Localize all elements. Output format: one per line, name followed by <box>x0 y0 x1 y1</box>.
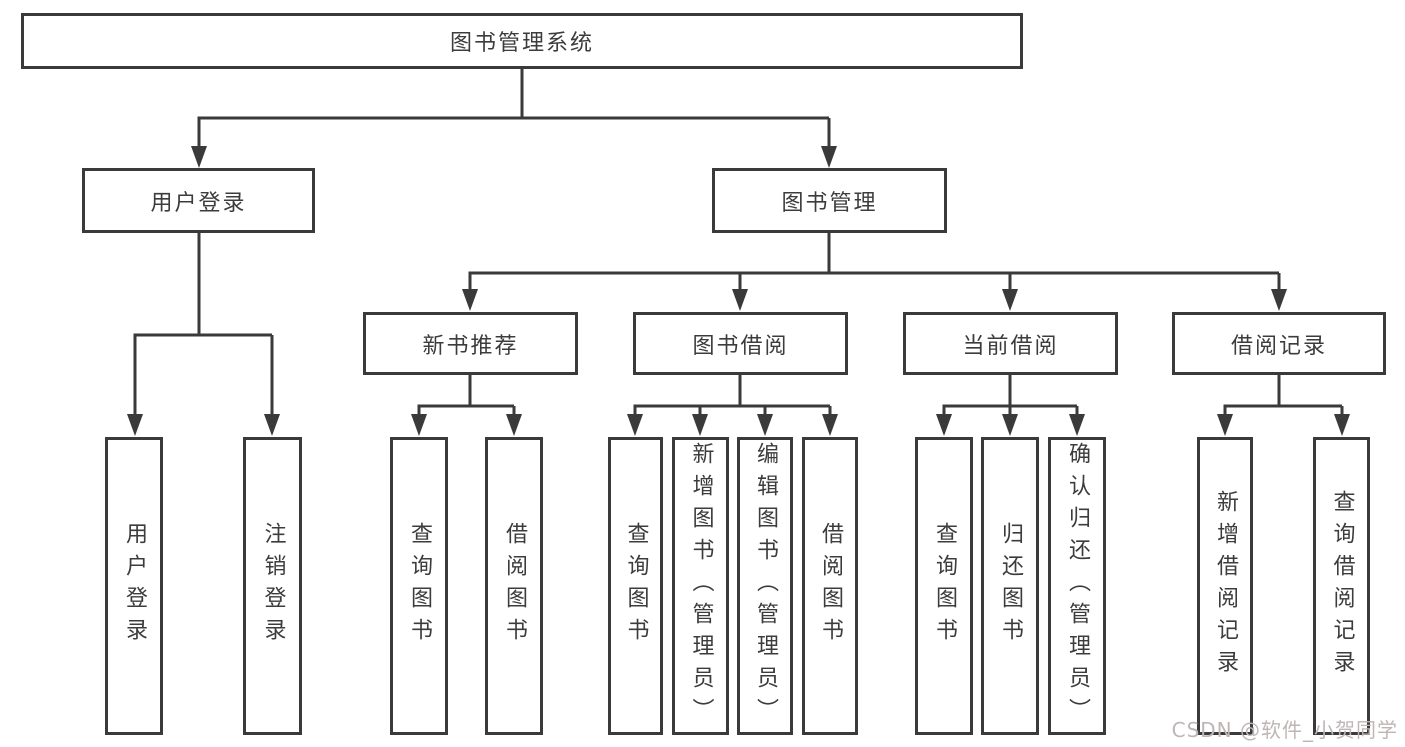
node-new-book-recommendation: 新书推荐 <box>363 312 578 375</box>
node-label: 借阅图书 <box>502 522 527 650</box>
connector-root-to-level2 <box>197 69 831 150</box>
connector-current-to-leaves <box>942 375 1079 419</box>
node-current-borrowing: 当前借阅 <box>903 312 1118 375</box>
node-label: 编辑图书（管理员） <box>753 442 778 730</box>
connector-records-to-leaves <box>1223 375 1344 419</box>
leaf-add-book-admin: 新增图书（管理员） <box>672 437 729 735</box>
node-label: 归还图书 <box>998 522 1023 650</box>
node-library-management-system: 图书管理系统 <box>21 13 1023 69</box>
node-label: 确认归还（管理员） <box>1065 442 1090 730</box>
node-label: 新书推荐 <box>422 333 519 359</box>
node-label: 当前借阅 <box>962 333 1059 359</box>
leaf-logout: 注销登录 <box>243 437 302 735</box>
node-label: 查询图书 <box>932 522 957 650</box>
node-label: 用户登录 <box>122 522 147 650</box>
leaf-confirm-return-admin: 确认归还（管理员） <box>1048 437 1106 735</box>
node-label: 查询借阅记录 <box>1329 490 1355 682</box>
node-label: 查询图书 <box>407 522 432 650</box>
node-book-borrowing: 图书借阅 <box>633 312 848 375</box>
node-label: 图书借阅 <box>692 333 789 359</box>
leaf-query-borrow-record: 查询借阅记录 <box>1313 437 1370 735</box>
node-label: 借阅记录 <box>1230 333 1327 359</box>
leaf-user-login: 用户登录 <box>105 437 163 735</box>
leaf-add-borrow-record: 新增借阅记录 <box>1197 437 1253 735</box>
node-label: 注销登录 <box>260 522 286 650</box>
node-user-login: 用户登录 <box>82 168 315 233</box>
node-label: 借阅图书 <box>818 522 843 650</box>
arrowheads <box>127 146 1350 436</box>
leaf-query-books-current: 查询图书 <box>915 437 973 735</box>
leaf-borrow-books-recommend: 借阅图书 <box>485 437 543 735</box>
leaf-query-books-borrow: 查询图书 <box>608 437 663 735</box>
node-borrowing-records: 借阅记录 <box>1172 312 1386 375</box>
connector-borrow-to-leaves <box>633 375 832 419</box>
csdn-watermark: CSDN @软件_小贺同学 <box>1171 718 1398 742</box>
node-label: 新增借阅记录 <box>1213 490 1238 682</box>
node-label: 新增图书（管理员） <box>688 442 714 730</box>
node-label: 图书管理系统 <box>449 31 594 56</box>
node-label: 用户登录 <box>150 190 247 216</box>
connector-userlogin-to-leaves <box>133 233 274 418</box>
leaf-query-books-recommend: 查询图书 <box>390 437 448 735</box>
node-label: 查询图书 <box>623 522 649 650</box>
leaf-borrow-books-borrow: 借阅图书 <box>802 437 858 735</box>
connector-bookmgmt-to-level3 <box>468 233 1281 293</box>
node-label: 图书管理 <box>781 190 878 216</box>
leaf-edit-book-admin: 编辑图书（管理员） <box>737 437 793 735</box>
leaf-return-book: 归还图书 <box>981 437 1039 735</box>
connector-newbook-to-leaves <box>417 375 516 419</box>
node-book-management: 图书管理 <box>712 168 947 233</box>
